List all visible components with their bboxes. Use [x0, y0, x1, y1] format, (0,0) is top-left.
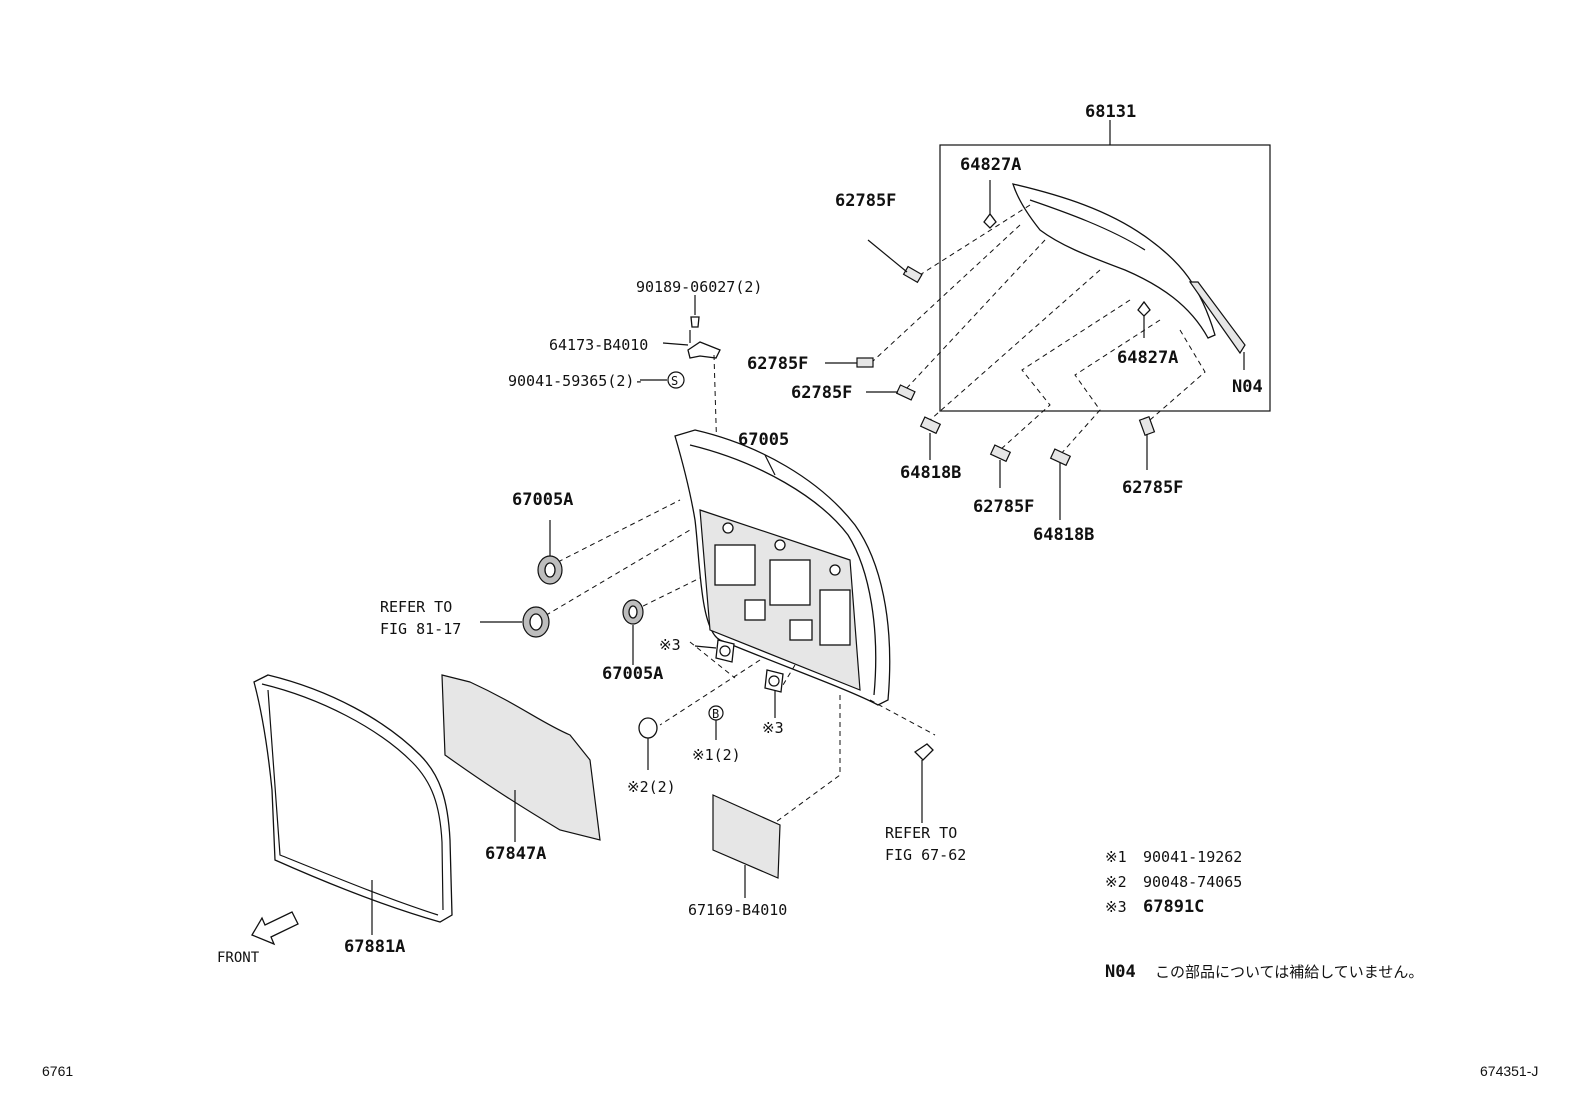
label-ref3-b: ※3 — [762, 719, 784, 737]
label-64818B-2: 64818B — [1033, 525, 1094, 545]
b-mark: B — [712, 707, 719, 721]
label-refer-1b: FIG 81-17 — [380, 620, 461, 638]
label-64827A-top: 64827A — [960, 155, 1021, 175]
bracket-bolts — [640, 295, 721, 491]
label-67005: 67005 — [738, 430, 789, 450]
label-62785F-5: 62785F — [1122, 478, 1183, 498]
front-arrow-icon — [251, 911, 299, 946]
legend: ※1 90041-19262 ※2 90048-74065 ※3 67891C … — [1105, 848, 1423, 982]
label-67005A-2: 67005A — [602, 664, 663, 684]
label-64827A-right: 64827A — [1117, 348, 1178, 368]
label-67005A-1: 67005A — [512, 490, 573, 510]
label-front: FRONT — [217, 950, 260, 966]
label-refer-1a: REFER TO — [380, 598, 452, 616]
back-door-panel — [659, 429, 936, 831]
legend-mark-2: ※2 — [1105, 873, 1127, 891]
label-62785F-3: 62785F — [791, 383, 852, 403]
footer: 6761 674351-J — [42, 1063, 1538, 1079]
s-mark: S — [671, 374, 678, 388]
legend-mark-1: ※1 — [1105, 848, 1127, 866]
legend-part-1: 90041-19262 — [1143, 848, 1242, 866]
footer-right: 674351-J — [1480, 1063, 1538, 1079]
note-code: N04 — [1105, 962, 1136, 982]
retainer-clips — [825, 239, 1156, 520]
label-62785F-2: 62785F — [747, 354, 808, 374]
label-68131: 68131 — [1085, 102, 1136, 122]
label-ref3-a: ※3 — [659, 636, 681, 654]
label-64173: 64173-B4010 — [549, 336, 648, 354]
weatherstrip-seal — [253, 674, 453, 935]
label-62785F-1: 62785F — [835, 191, 896, 211]
spoiler-assembly — [871, 120, 1271, 456]
insulator-pad — [712, 794, 781, 898]
legend-part-2: 90048-74065 — [1143, 873, 1242, 891]
service-hole-cover — [441, 674, 601, 842]
label-90189: 90189-06027(2) — [636, 278, 762, 296]
label-67847A: 67847A — [485, 844, 546, 864]
label-N04: N04 — [1232, 377, 1263, 397]
label-refer-2b: FIG 67-62 — [885, 846, 966, 864]
label-90041: 90041-59365(2)- — [508, 372, 643, 390]
label-67169: 67169-B4010 — [688, 901, 787, 919]
legend-part-3: 67891C — [1143, 897, 1204, 917]
note-text: この部品については補給していません。 — [1155, 963, 1423, 981]
label-62785F-4: 62785F — [973, 497, 1034, 517]
label-67881A: 67881A — [344, 937, 405, 957]
footer-left: 6761 — [42, 1063, 73, 1079]
label-ref2: ※2(2) — [627, 778, 676, 796]
label-64818B-1: 64818B — [900, 463, 961, 483]
legend-mark-3: ※3 — [1105, 898, 1127, 916]
part-labels: 68131 64827A 64827A 62785F 62785F 62785F… — [217, 102, 1263, 966]
label-ref1: ※1(2) — [692, 746, 741, 764]
label-refer-2a: REFER TO — [885, 824, 957, 842]
grommets — [480, 499, 934, 823]
